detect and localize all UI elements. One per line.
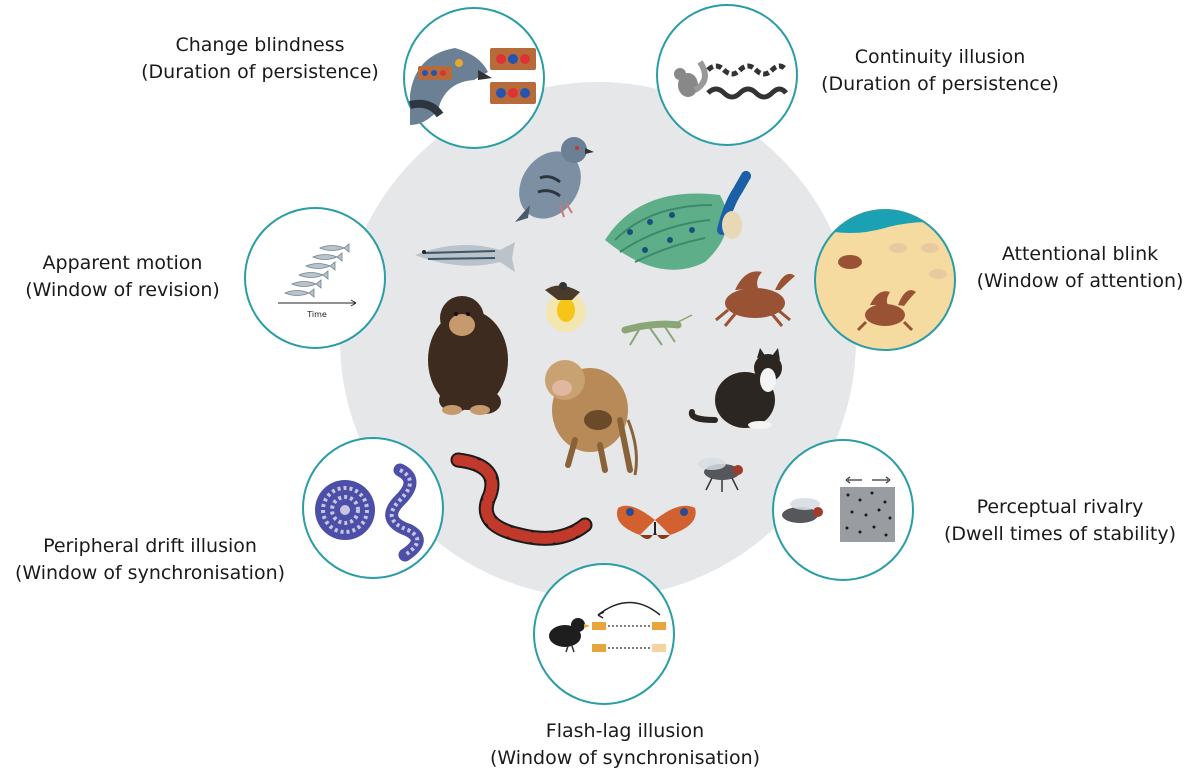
illusion-name: Attentional blink [1001,243,1159,265]
attentional-blink-icon [814,209,956,351]
illusion-measure: (Duration of persistence) [141,61,379,83]
illusion-measure: (Window of synchronisation) [14,562,286,584]
peripheral-drift-illusion-label: Peripheral drift illusion (Window of syn… [0,533,300,587]
illusion-measure: (Dwell times of stability) [943,523,1177,545]
illusion-measure: (Window of synchronisation) [489,747,761,769]
change-blindness-icon [403,7,545,149]
crab-icon [715,271,795,327]
cat-icon [688,348,782,429]
attentional-blink-label: Attentional blink (Window of attention) [960,241,1200,295]
peripheral-drift-illusion-icon [302,437,444,579]
butterfly-icon [616,505,696,539]
apparent-motion-label: Apparent motion (Window of revision) [0,250,245,304]
zebrafish-icon [415,242,515,272]
coral-snake-icon [450,452,593,546]
illusion-name: Change blindness [175,34,345,56]
illusion-measure: (Duration of persistence) [821,73,1059,95]
perceptual-rivalry-label: Perceptual rivalry (Dwell times of stabi… [925,494,1195,548]
illusion-name: Apparent motion [42,252,203,274]
firefly-icon [545,282,586,332]
continuity-illusion-icon [656,4,798,146]
continuity-illusion-label: Continuity illusion (Duration of persist… [800,44,1080,98]
flash-lag-illusion-label: Flash-lag illusion (Window of synchronis… [480,718,770,772]
peacock-icon [605,171,751,270]
macaque-icon [545,360,638,476]
illusion-name: Peripheral drift illusion [43,535,257,557]
fly-icon [698,458,743,492]
pigeon-icon [515,137,594,222]
illusion-name: Perceptual rivalry [976,496,1144,518]
flash-lag-illusion-icon [533,563,675,705]
time-axis-label: Time [306,310,327,319]
chimpanzee-icon [428,296,508,415]
illusion-name: Continuity illusion [854,46,1026,68]
change-blindness-label: Change blindness (Duration of persistenc… [140,32,380,86]
grasshopper-icon [621,314,693,346]
perceptual-rivalry-icon [772,439,914,581]
illusion-measure: (Window of attention) [976,270,1184,292]
illusion-name: Flash-lag illusion [545,720,705,742]
illusion-measure: (Window of revision) [25,279,220,301]
apparent-motion-icon: Time [244,207,386,349]
